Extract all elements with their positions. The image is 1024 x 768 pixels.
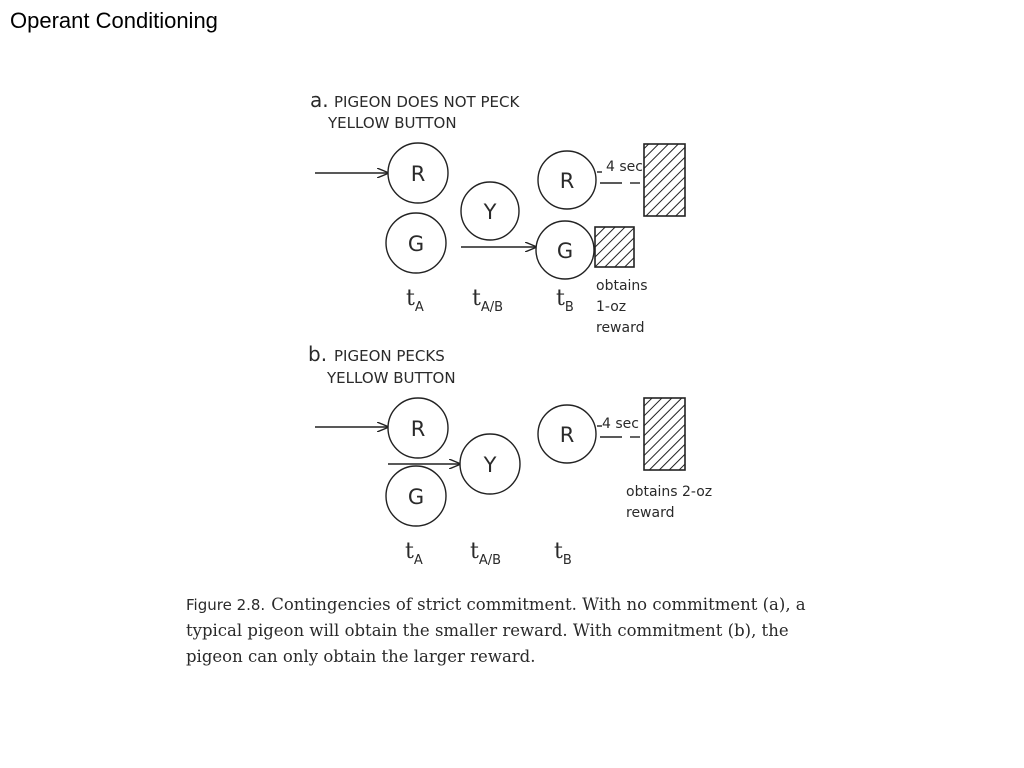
panel-a-reward-line3: reward <box>596 320 645 336</box>
panel-a-yellow-button <box>460 181 520 241</box>
panel-a-green-button-tB <box>535 220 595 280</box>
panel-b-letter: b. <box>308 342 327 366</box>
panel-a-green-label-tA: G <box>408 232 424 256</box>
panel-b-time-tAB: tA/B <box>470 539 501 568</box>
panel-a-letter: a. <box>310 88 329 112</box>
panel-a-green-label-tB: G <box>557 239 573 263</box>
panel-b-time-tB: tB <box>554 539 572 568</box>
panel-a-reward-line1: obtains <box>596 278 648 294</box>
panel-a-red-label-tA: R <box>411 162 426 186</box>
panel-a-red-button-tB <box>537 150 597 210</box>
panel-b-green-label-tA: G <box>408 485 424 509</box>
panel-a-heading-line2: YELLOW BUTTON <box>327 114 457 132</box>
panel-a-red-button-tA <box>387 142 449 204</box>
panel-b-large-reward-box <box>643 397 686 471</box>
panel-b-red-button-tA <box>387 397 449 459</box>
panel-a-green-button-tA <box>385 212 447 274</box>
panel-b-red-label-tB: R <box>560 423 575 447</box>
panel-a-yellow-label: Y <box>483 200 497 224</box>
panel-a-small-reward-box <box>594 226 635 268</box>
panel-a-time-tA: tA <box>406 286 424 315</box>
panel-b-reward-line2: reward <box>626 505 675 521</box>
panel-a-time-tAB: tA/B <box>472 286 503 315</box>
panel-b-red-button-tB <box>537 404 597 464</box>
figure-label: Figure 2.8. <box>186 596 266 614</box>
panel-a-time-tB: tB <box>556 286 574 315</box>
panel-b-heading-line1: PIGEON PECKS <box>334 347 445 365</box>
panel-a-heading-line1: PIGEON DOES NOT PECK <box>334 93 520 111</box>
panel-a: a. PIGEON DOES NOT PECK YELLOW BUTTON R … <box>310 88 686 336</box>
panel-b-red-label-tA: R <box>411 417 426 441</box>
figure-caption-text: Contingencies of strict commitment. With… <box>186 595 806 666</box>
panel-b-green-button-tA <box>385 465 447 527</box>
panel-a-large-reward-box <box>643 143 686 217</box>
slide-title: Operant Conditioning <box>10 8 218 33</box>
panel-b-heading-line2: YELLOW BUTTON <box>326 369 456 387</box>
panel-b-time-tA: tA <box>405 539 423 568</box>
panel-b-yellow-label: Y <box>483 453 497 477</box>
panel-a-delay-label: 4 sec <box>606 159 643 175</box>
panel-b-reward-line1: obtains 2-oz <box>626 484 712 500</box>
panel-b-yellow-button <box>459 433 521 495</box>
panel-a-reward-line2: 1-oz <box>596 299 626 315</box>
panel-b: b. PIGEON PECKS YELLOW BUTTON R G Y R 4 … <box>308 342 712 568</box>
panel-b-delay-label: 4 sec <box>602 416 639 432</box>
figure-caption: Figure 2.8.Contingencies of strict commi… <box>186 592 836 670</box>
panel-a-red-label-tB: R <box>560 169 575 193</box>
